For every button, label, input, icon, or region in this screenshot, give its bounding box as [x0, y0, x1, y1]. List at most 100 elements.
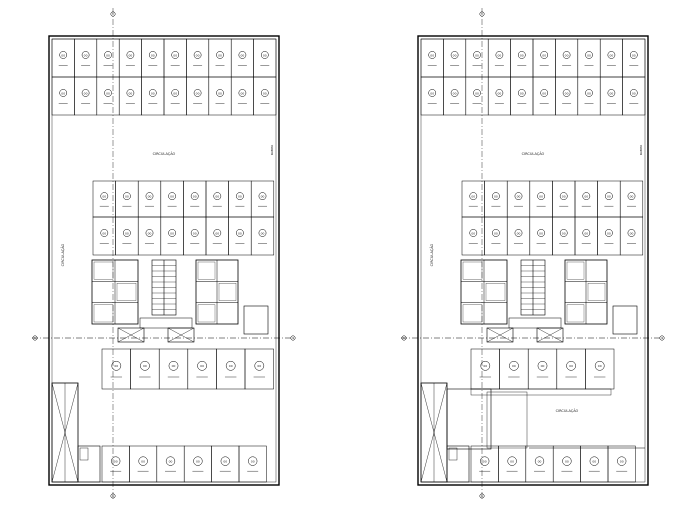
grid-axis-marker: 1: [110, 11, 116, 17]
stall-number-marker: [236, 229, 244, 237]
stall-number: 00: [229, 364, 233, 368]
stall-number: 00: [263, 91, 267, 95]
stall-number: 00: [84, 91, 88, 95]
parking-stall: 00: [470, 348, 500, 390]
parking-stall: 00: [556, 348, 586, 390]
stall-number: 00: [565, 91, 569, 95]
parking-stall: 00: [96, 76, 120, 116]
parking-stall: 00: [499, 348, 529, 390]
stall-number: 00: [257, 364, 261, 368]
stall-number: 00: [584, 231, 588, 235]
parking-stall: 00: [211, 445, 240, 483]
parking-stall: 00: [443, 76, 467, 116]
parking-stall: 00: [470, 445, 499, 483]
stall-number: 00: [565, 53, 569, 57]
stall-number: 00: [114, 459, 118, 463]
stall-number: 00: [263, 53, 267, 57]
stall-number: 00: [592, 459, 596, 463]
parking-stall: 00: [118, 76, 142, 116]
stall-number-marker: [248, 456, 258, 466]
grid-axis-label: 1: [403, 336, 405, 340]
stall-number: 00: [128, 91, 132, 95]
parking-stall: 00: [74, 76, 98, 116]
stall-number-marker: [100, 229, 109, 237]
stall-number-marker: [450, 89, 459, 97]
stall-number-marker: [260, 51, 269, 59]
stall-number: 00: [238, 194, 242, 198]
stall-number-marker: [193, 456, 203, 466]
parking-stall: 00: [163, 76, 187, 116]
stall-number-marker: [126, 51, 135, 59]
service-rooms: [91, 259, 139, 325]
parking-stall: 00: [187, 348, 217, 390]
service-rooms: [564, 259, 608, 325]
stall-number: 00: [102, 231, 106, 235]
parking-stall: 00: [250, 216, 275, 256]
stall-number-marker: [537, 192, 545, 200]
stall-number-marker: [123, 192, 131, 200]
stall-number: 00: [430, 91, 434, 95]
parking-stall: 00: [487, 38, 511, 78]
parking-stall: 00: [529, 216, 553, 256]
stall-number-marker: [258, 192, 267, 200]
stall-number: 00: [630, 194, 634, 198]
parking-stall: 00: [208, 76, 232, 116]
parking-stall: 00: [498, 445, 527, 483]
stall-number-marker: [629, 51, 638, 59]
stall-number-marker: [145, 192, 154, 200]
stall-number: 00: [218, 53, 222, 57]
stall-number-marker: [562, 51, 571, 59]
stall-number: 00: [542, 53, 546, 57]
stall-number-marker: [81, 89, 90, 97]
stall-number-marker: [258, 229, 267, 237]
parking-stall: 00: [160, 180, 184, 218]
stall-number: 00: [430, 53, 434, 57]
stall-number: 00: [141, 459, 145, 463]
grid-axis-label: 1: [34, 336, 36, 340]
stall-number-marker: [559, 192, 568, 200]
stall-number: 00: [471, 231, 475, 235]
stall-number: 00: [494, 231, 498, 235]
parking-stall: 00: [156, 445, 185, 483]
parking-stall: 00: [163, 38, 187, 78]
grid-axis-marker: 1: [659, 335, 665, 341]
grid-axis-marker: 1: [479, 493, 485, 499]
stall-number: 00: [609, 53, 613, 57]
utility-room: [446, 445, 470, 483]
stall-number: 00: [143, 364, 147, 368]
stall-number: 00: [587, 53, 591, 57]
stall-number: 00: [172, 364, 176, 368]
parking-stall: 00: [420, 76, 444, 116]
stall-number-marker: [213, 229, 222, 237]
stall-number: 00: [215, 231, 219, 235]
parking-stall: 00: [420, 38, 444, 78]
stall-number-marker: [514, 192, 523, 200]
stall-number-marker: [450, 51, 459, 59]
stair-core: [151, 259, 177, 316]
parking-stall: 00: [585, 348, 615, 390]
stall-number: 00: [218, 91, 222, 95]
stall-number-marker: [254, 360, 265, 371]
parking-stall: 00: [484, 216, 508, 256]
parking-stall: 00: [205, 180, 229, 218]
stall-number-marker: [517, 89, 526, 97]
parking-stall: 00: [555, 76, 579, 116]
stall-number: 00: [517, 231, 521, 235]
grid-axis-label: 1: [112, 12, 114, 16]
grid-axis-marker: 1: [110, 493, 116, 499]
utility-fixture: [79, 447, 89, 461]
parking-stall: 00: [141, 38, 165, 78]
stall-number: 00: [584, 194, 588, 198]
parking-stall: 00: [101, 445, 130, 483]
circulation-label-lower: CIRCULAÇÃO: [556, 408, 579, 413]
parking-stall: 00: [527, 348, 558, 390]
stall-number: 00: [170, 194, 174, 198]
parking-stall: 00: [250, 180, 275, 218]
stall-number: 00: [223, 459, 227, 463]
stall-number: 00: [494, 194, 498, 198]
stall-number: 00: [510, 459, 514, 463]
grid-axis-marker: 1: [32, 335, 38, 341]
stall-number-marker: [238, 89, 247, 97]
stall-number: 00: [538, 459, 542, 463]
equipment-room: [486, 391, 528, 449]
